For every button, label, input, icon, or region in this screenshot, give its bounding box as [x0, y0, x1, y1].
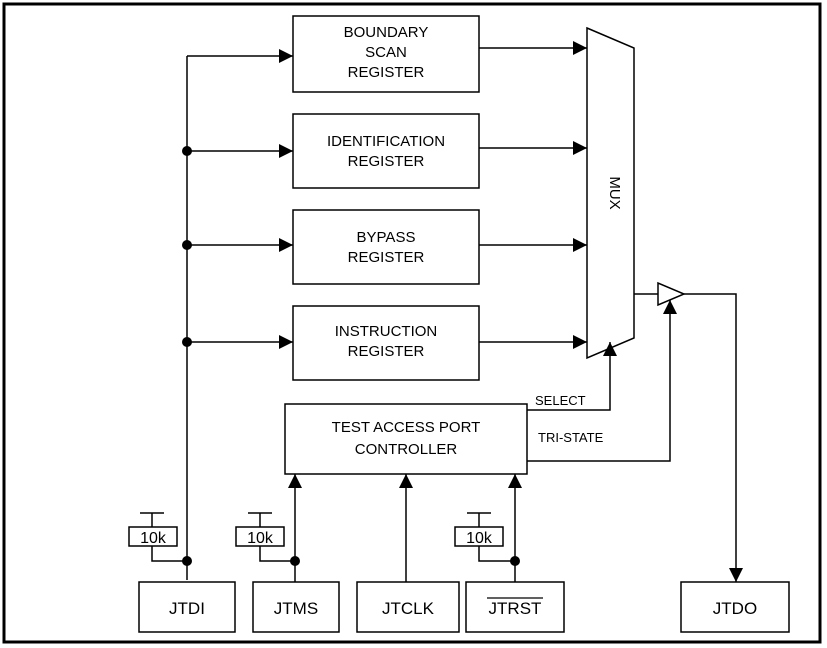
identification-register: IDENTIFICATION REGISTER: [292, 113, 480, 189]
pin-jtms: JTMS: [252, 581, 340, 633]
junction-dot: [182, 240, 192, 250]
boundary-scan-label-1: BOUNDARY: [344, 24, 429, 41]
control-wires: [527, 300, 677, 462]
identification-label-2: REGISTER: [348, 153, 425, 170]
tap-controller-label-1: TEST ACCESS PORT: [332, 419, 481, 436]
pin-jtdi: JTDI: [138, 581, 236, 633]
resistor-value: 10k: [247, 530, 274, 547]
instruction-register: INSTRUCTION REGISTER: [292, 305, 480, 381]
tap-controller-label-2: CONTROLLER: [355, 441, 458, 458]
boundary-scan-label-2: SCAN: [365, 44, 407, 61]
pin-jtdi-label: JTDI: [169, 599, 205, 618]
pin-jtdo-label: JTDO: [713, 599, 757, 618]
junction-dot: [182, 337, 192, 347]
tri-state-signal-label: TRI-STATE: [538, 430, 604, 445]
jtdi-bus: [186, 49, 293, 580]
pin-jtclk-label: JTCLK: [382, 599, 435, 618]
resistor-value: 10k: [140, 530, 167, 547]
pin-jtdo: JTDO: [680, 581, 790, 633]
instruction-label-2: REGISTER: [348, 343, 425, 360]
boundary-scan-label-3: REGISTER: [348, 64, 425, 81]
bypass-label-1: BYPASS: [357, 229, 416, 246]
mux: MUX: [586, 26, 635, 360]
select-signal-label: SELECT: [535, 393, 586, 408]
pin-jtms-label: JTMS: [274, 599, 318, 618]
tap-controller: TEST ACCESS PORT CONTROLLER: [284, 403, 528, 475]
mux-label: MUX: [606, 176, 623, 209]
pullup-resistor-jtdi: 10k: [128, 512, 187, 562]
junction-dot: [182, 146, 192, 156]
pullup-resistor-jtms: 10k: [235, 512, 295, 562]
pullup-resistor-jtrst: 10k: [454, 512, 515, 562]
bypass-label-2: REGISTER: [348, 249, 425, 266]
output-wires: [634, 293, 743, 582]
register-to-mux-wires: [479, 41, 587, 349]
bypass-register: BYPASS REGISTER: [292, 209, 480, 285]
boundary-scan-register: BOUNDARY SCAN REGISTER: [292, 15, 480, 93]
identification-label-1: IDENTIFICATION: [327, 133, 445, 150]
pin-jtrst-label: JTRST: [489, 599, 542, 618]
resistor-value: 10k: [466, 530, 493, 547]
tri-state-buffer: [657, 281, 686, 307]
pin-jtrst: JTRST: [465, 581, 565, 633]
instruction-label-1: INSTRUCTION: [335, 323, 438, 340]
pin-jtclk: JTCLK: [356, 581, 460, 633]
